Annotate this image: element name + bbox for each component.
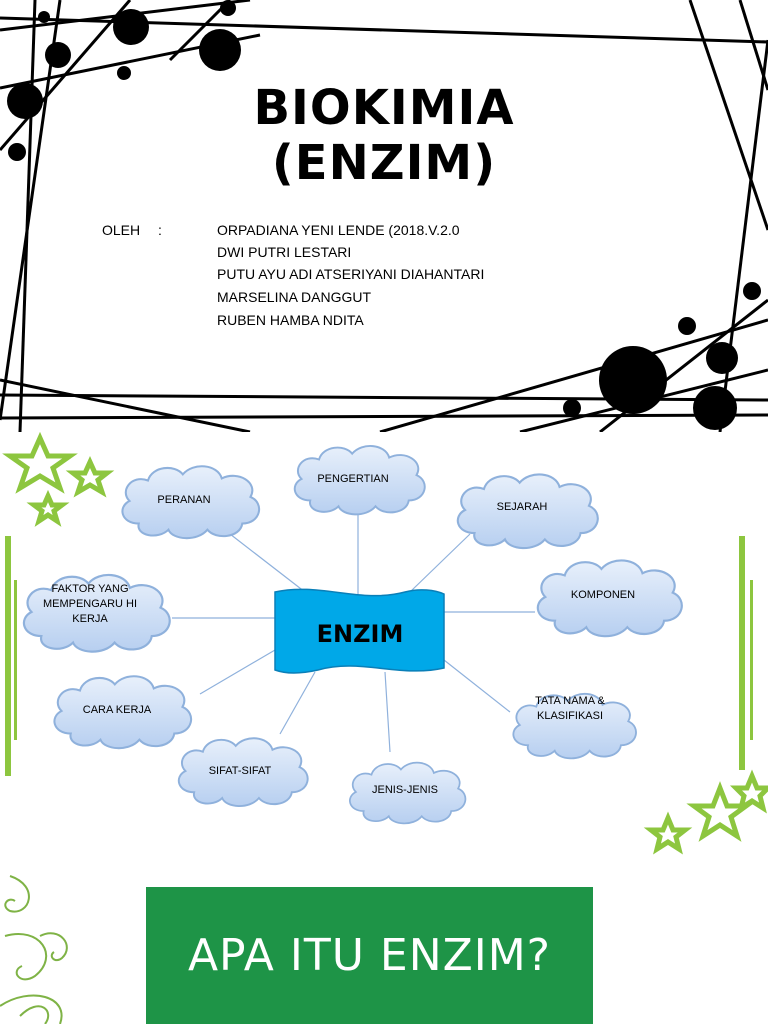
author-2: DWI PUTRI LESTARI	[217, 244, 352, 260]
center-enzim-label: ENZIM	[316, 620, 404, 648]
author-4: MARSELINA DANGGUT	[217, 289, 372, 305]
swirl-decoration	[0, 875, 68, 1024]
cloud-cara-kerja: CARA KERJA	[82, 704, 152, 716]
cloud-pengertian: PENGERTIAN	[317, 473, 389, 485]
cloud-tata-nama: TATA NAMA & KLASIFIKASI	[535, 695, 605, 722]
question-slide: APA ITU ENZIM?	[0, 866, 768, 1024]
decorative-lines-and-dots	[0, 0, 768, 432]
author-1: ORPADIANA YENI LENDE (2018.V.2.0	[217, 222, 460, 238]
cloud-faktor: FAKTOR YANG MEMPENGARU HI KERJA	[42, 583, 138, 625]
cloud-komponen: KOMPONEN	[570, 589, 636, 601]
cloud-sejarah: SEJARAH	[496, 501, 548, 513]
star-decorations-left	[2, 432, 115, 527]
oleh-colon: :	[158, 222, 162, 238]
cloud-sifat: SIFAT-SIFAT	[208, 765, 272, 777]
title-biokimia: BIOKIMIA	[253, 80, 515, 136]
enzim-center-banner	[274, 588, 445, 674]
mindmap-slide: ENZIM PERANAN PENGERTIAN SEJARAH FAKTOR …	[0, 432, 768, 866]
mindmap-diagram	[2, 432, 768, 855]
banner-text: APA ITU ENZIM?	[187, 930, 552, 981]
oleh-label: OLEH	[102, 222, 141, 238]
star-decorations-right	[643, 769, 768, 855]
cloud-peranan: PERANAN	[157, 494, 211, 506]
apa-itu-enzim-banner: APA ITU ENZIM?	[146, 887, 593, 1024]
title-enzim: (ENZIM)	[271, 135, 497, 191]
title-slide: BIOKIMIA (ENZIM) OLEH : ORPADIANA YENI L…	[0, 0, 768, 432]
cloud-jenis: JENIS-JENIS	[371, 784, 438, 796]
author-5: RUBEN HAMBA NDITA	[217, 312, 364, 328]
author-3: PUTU AYU ADI ATSERIYANI DIAHANTARI	[217, 266, 485, 282]
